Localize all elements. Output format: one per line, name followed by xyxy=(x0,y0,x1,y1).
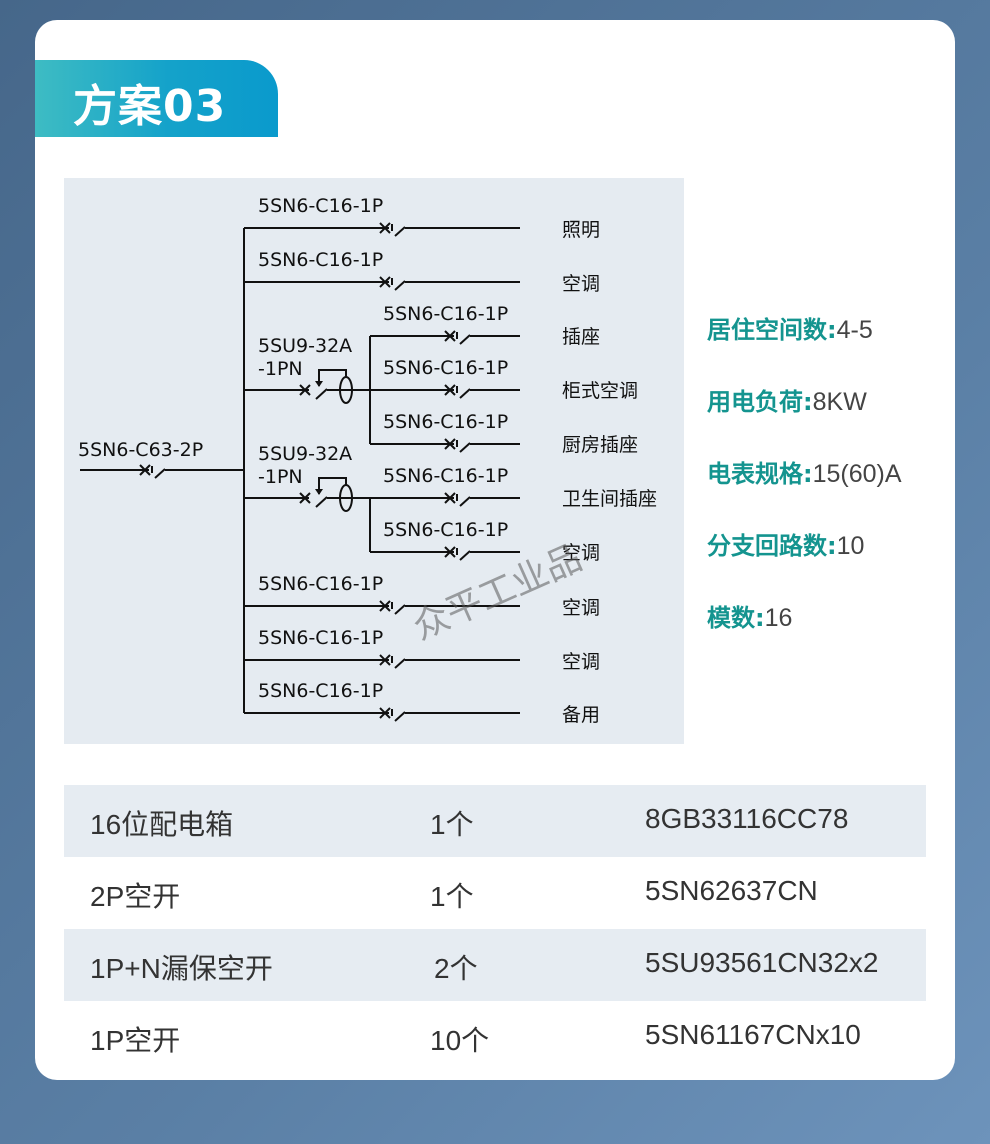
rcd-arrow xyxy=(315,381,323,387)
breaker-x-mark xyxy=(379,276,391,288)
branch-breaker-label: 5SN6-C16-1P xyxy=(258,627,383,649)
scheme-title: 方案03 xyxy=(73,81,227,132)
part-qty: 10个 xyxy=(430,1025,490,1056)
branch-load-label: 空调 xyxy=(562,273,600,295)
spec-item: 分支回路数:10 xyxy=(707,524,902,596)
breaker-x-mark xyxy=(444,546,456,558)
breaker-x-mark xyxy=(444,492,456,504)
breaker-contact xyxy=(459,496,471,507)
breaker-contact xyxy=(459,334,471,345)
rcd-label: -1PN xyxy=(258,358,303,380)
spec-item: 居住空间数:4-5 xyxy=(707,308,902,380)
spec-label: 用电负荷: xyxy=(707,388,813,416)
branch-breaker-label: 5SN6-C16-1P xyxy=(258,573,383,595)
part-name: 2P空开 xyxy=(90,881,181,912)
part-name: 1P空开 xyxy=(90,1025,181,1056)
part-qty: 2个 xyxy=(434,953,478,984)
branch-breaker-label: 5SN6-C16-1P xyxy=(383,303,508,325)
scheme-title-tab: 方案03 xyxy=(35,60,278,137)
spec-item: 用电负荷:8KW xyxy=(707,380,902,452)
breaker-contact xyxy=(459,550,471,561)
breaker-contact xyxy=(394,658,406,669)
spec-label: 分支回路数: xyxy=(707,532,837,560)
branch-load-label: 厨房插座 xyxy=(562,434,638,456)
spec-value: 16 xyxy=(764,604,793,632)
table-row: 16位配电箱 1个 8GB33116CC78 xyxy=(64,785,926,857)
branch-load-label: 空调 xyxy=(562,651,600,673)
scheme-card: 方案03 居住空间数:4-5 用电负荷:8KW 电表规格:15(60)A 分支回… xyxy=(35,20,955,1080)
breaker-contact xyxy=(154,468,166,479)
branch-load-label: 空调 xyxy=(562,542,600,564)
branch-breaker-label: 5SN6-C16-1P xyxy=(383,519,508,541)
spec-value: 15(60)A xyxy=(812,460,902,488)
spec-label: 电表规格: xyxy=(707,460,813,488)
main-breaker-label: 5SN6-C63-2P xyxy=(78,439,203,461)
breaker-contact xyxy=(394,226,406,237)
part-qty: 1个 xyxy=(430,809,474,840)
branch-load-label: 备用 xyxy=(562,704,600,726)
rcd-trip-link xyxy=(318,369,347,386)
breaker-x-mark xyxy=(444,330,456,342)
breaker-x-mark xyxy=(444,438,456,450)
table-row: 1P+N漏保空开 2个 5SU93561CN32x2 xyxy=(64,929,926,1001)
breaker-x-mark xyxy=(139,464,151,476)
spec-label: 模数: xyxy=(707,604,765,632)
part-model: 5SN62637CN xyxy=(645,875,818,906)
breaker-x-mark xyxy=(379,600,391,612)
part-name: 16位配电箱 xyxy=(90,809,234,840)
breaker-x-mark xyxy=(379,654,391,666)
part-model: 5SU93561CN32x2 xyxy=(645,947,879,978)
spec-list: 居住空间数:4-5 用电负荷:8KW 电表规格:15(60)A 分支回路数:10… xyxy=(707,308,902,668)
rcd-label: -1PN xyxy=(258,466,303,488)
breaker-x-mark xyxy=(379,707,391,719)
rcd-contact xyxy=(315,496,328,508)
breaker-contact xyxy=(394,604,406,615)
spec-value: 4-5 xyxy=(836,316,873,344)
branch-load-label: 插座 xyxy=(562,326,600,348)
breaker-contact xyxy=(459,388,471,399)
wiring-diagram-panel xyxy=(64,178,684,744)
spec-value: 8KW xyxy=(812,388,867,416)
spec-value: 10 xyxy=(836,532,865,560)
part-qty: 1个 xyxy=(430,881,474,912)
branch-breaker-label: 5SN6-C16-1P xyxy=(383,411,508,433)
spec-item: 模数:16 xyxy=(707,596,902,668)
rcd-arrow xyxy=(315,489,323,495)
rcd-x-mark xyxy=(299,384,311,396)
branch-load-label: 空调 xyxy=(562,597,600,619)
breaker-x-mark xyxy=(379,222,391,234)
watermark: 众平工业品 xyxy=(407,538,588,649)
part-name: 1P+N漏保空开 xyxy=(90,953,273,984)
rcd-x-mark xyxy=(299,492,311,504)
rcd-label: 5SU9-32A xyxy=(258,443,352,465)
part-model: 8GB33116CC78 xyxy=(645,803,849,834)
branch-breaker-label: 5SN6-C16-1P xyxy=(258,249,383,271)
branch-breaker-label: 5SN6-C16-1P xyxy=(258,195,383,217)
rcd-contact xyxy=(315,388,328,400)
rcd-label: 5SU9-32A xyxy=(258,335,352,357)
breaker-contact xyxy=(459,442,471,453)
branch-breaker-label: 5SN6-C16-1P xyxy=(383,357,508,379)
branch-breaker-label: 5SN6-C16-1P xyxy=(383,465,508,487)
breaker-x-mark xyxy=(444,384,456,396)
branch-load-label: 柜式空调 xyxy=(562,380,638,402)
branch-load-label: 照明 xyxy=(562,219,600,241)
table-row: 2P空开 1个 5SN62637CN xyxy=(64,857,926,929)
part-model: 5SN61167CNx10 xyxy=(645,1019,861,1050)
rcd-trip-link xyxy=(318,477,347,494)
breaker-contact xyxy=(394,711,406,722)
spec-label: 居住空间数: xyxy=(707,316,837,344)
branch-load-label: 卫生间插座 xyxy=(562,488,657,510)
parts-table: 16位配电箱 1个 8GB33116CC78 2P空开 1个 5SN62637CN 1P… xyxy=(64,785,926,1073)
spec-item: 电表规格:15(60)A xyxy=(707,452,902,524)
branch-breaker-label: 5SN6-C16-1P xyxy=(258,680,383,702)
breaker-contact xyxy=(394,280,406,291)
table-row: 1P空开 10个 5SN61167CNx10 xyxy=(64,1001,926,1073)
